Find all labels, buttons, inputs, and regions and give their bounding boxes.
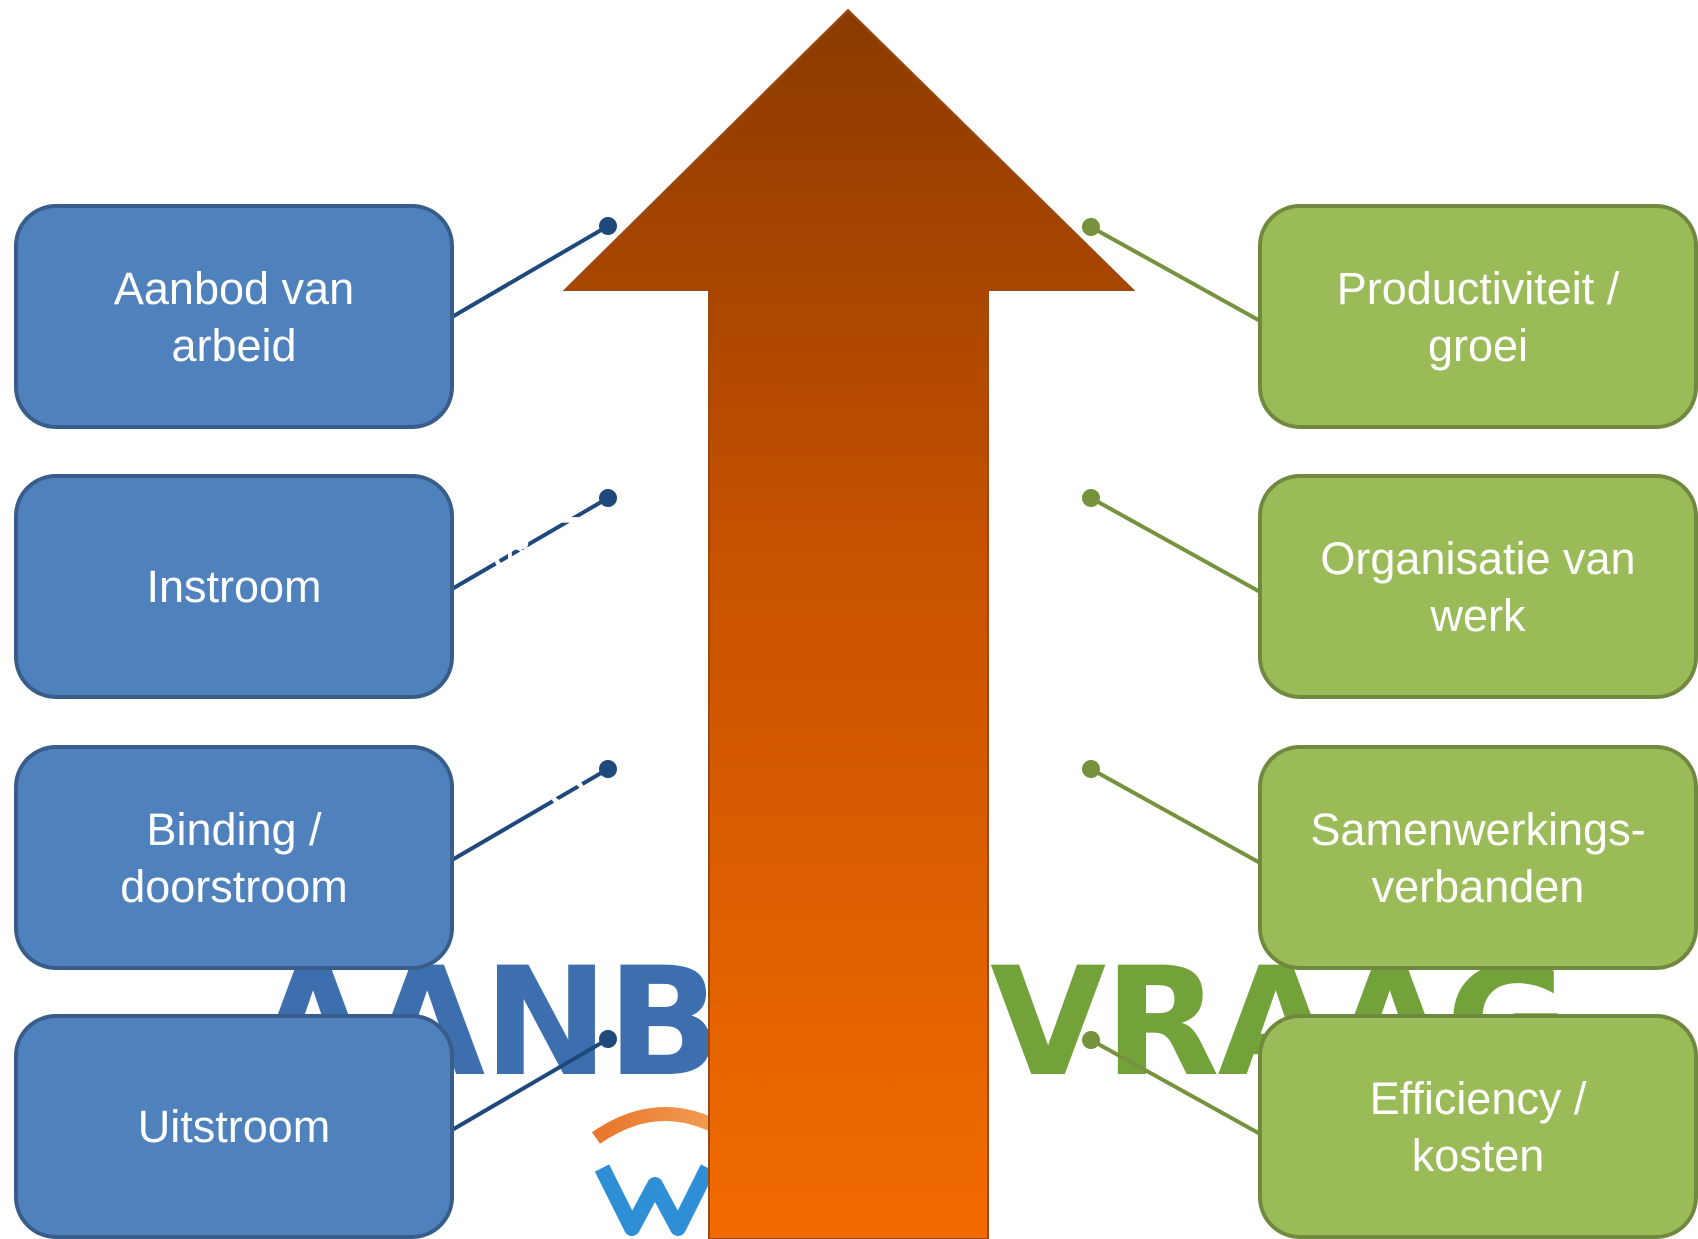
connector-dot	[1082, 1031, 1100, 1049]
box-productiviteit-groei: Productiviteit / groei	[1258, 204, 1698, 429]
connector-dot	[599, 489, 617, 507]
connector-line	[450, 767, 610, 862]
connector-line	[1090, 1038, 1263, 1137]
connector-line	[1090, 225, 1263, 324]
box-organisatie-van-werk: Organisatie van werk	[1258, 474, 1698, 699]
connector-line	[1090, 767, 1263, 866]
box-binding-doorstroom: Binding / doorstroom	[14, 745, 454, 970]
connector-dot	[1082, 218, 1100, 236]
connector-line	[450, 496, 610, 591]
arrow-label: Adequate personeelsvoorziening	[473, 309, 598, 931]
up-arrow	[562, 8, 1136, 1239]
connector-line	[1090, 496, 1263, 595]
right-connectors	[1082, 218, 1263, 1137]
connector-line	[450, 1037, 610, 1132]
connector-dot	[1082, 489, 1100, 507]
box-aanbod-van-arbeid: Aanbod van arbeid	[14, 204, 454, 429]
box-instroom: Instroom	[14, 474, 454, 699]
box-samenwerkingsverbanden: Samenwerkings- verbanden	[1258, 745, 1698, 970]
left-connectors	[450, 217, 617, 1132]
connector-dot	[599, 760, 617, 778]
box-uitstroom: Uitstroom	[14, 1014, 454, 1239]
connector-dot	[599, 1030, 617, 1048]
connector-dot	[1082, 760, 1100, 778]
connector-dot	[599, 217, 617, 235]
connector-line	[450, 224, 610, 319]
box-efficiency-kosten: Efficiency / kosten	[1258, 1014, 1698, 1239]
